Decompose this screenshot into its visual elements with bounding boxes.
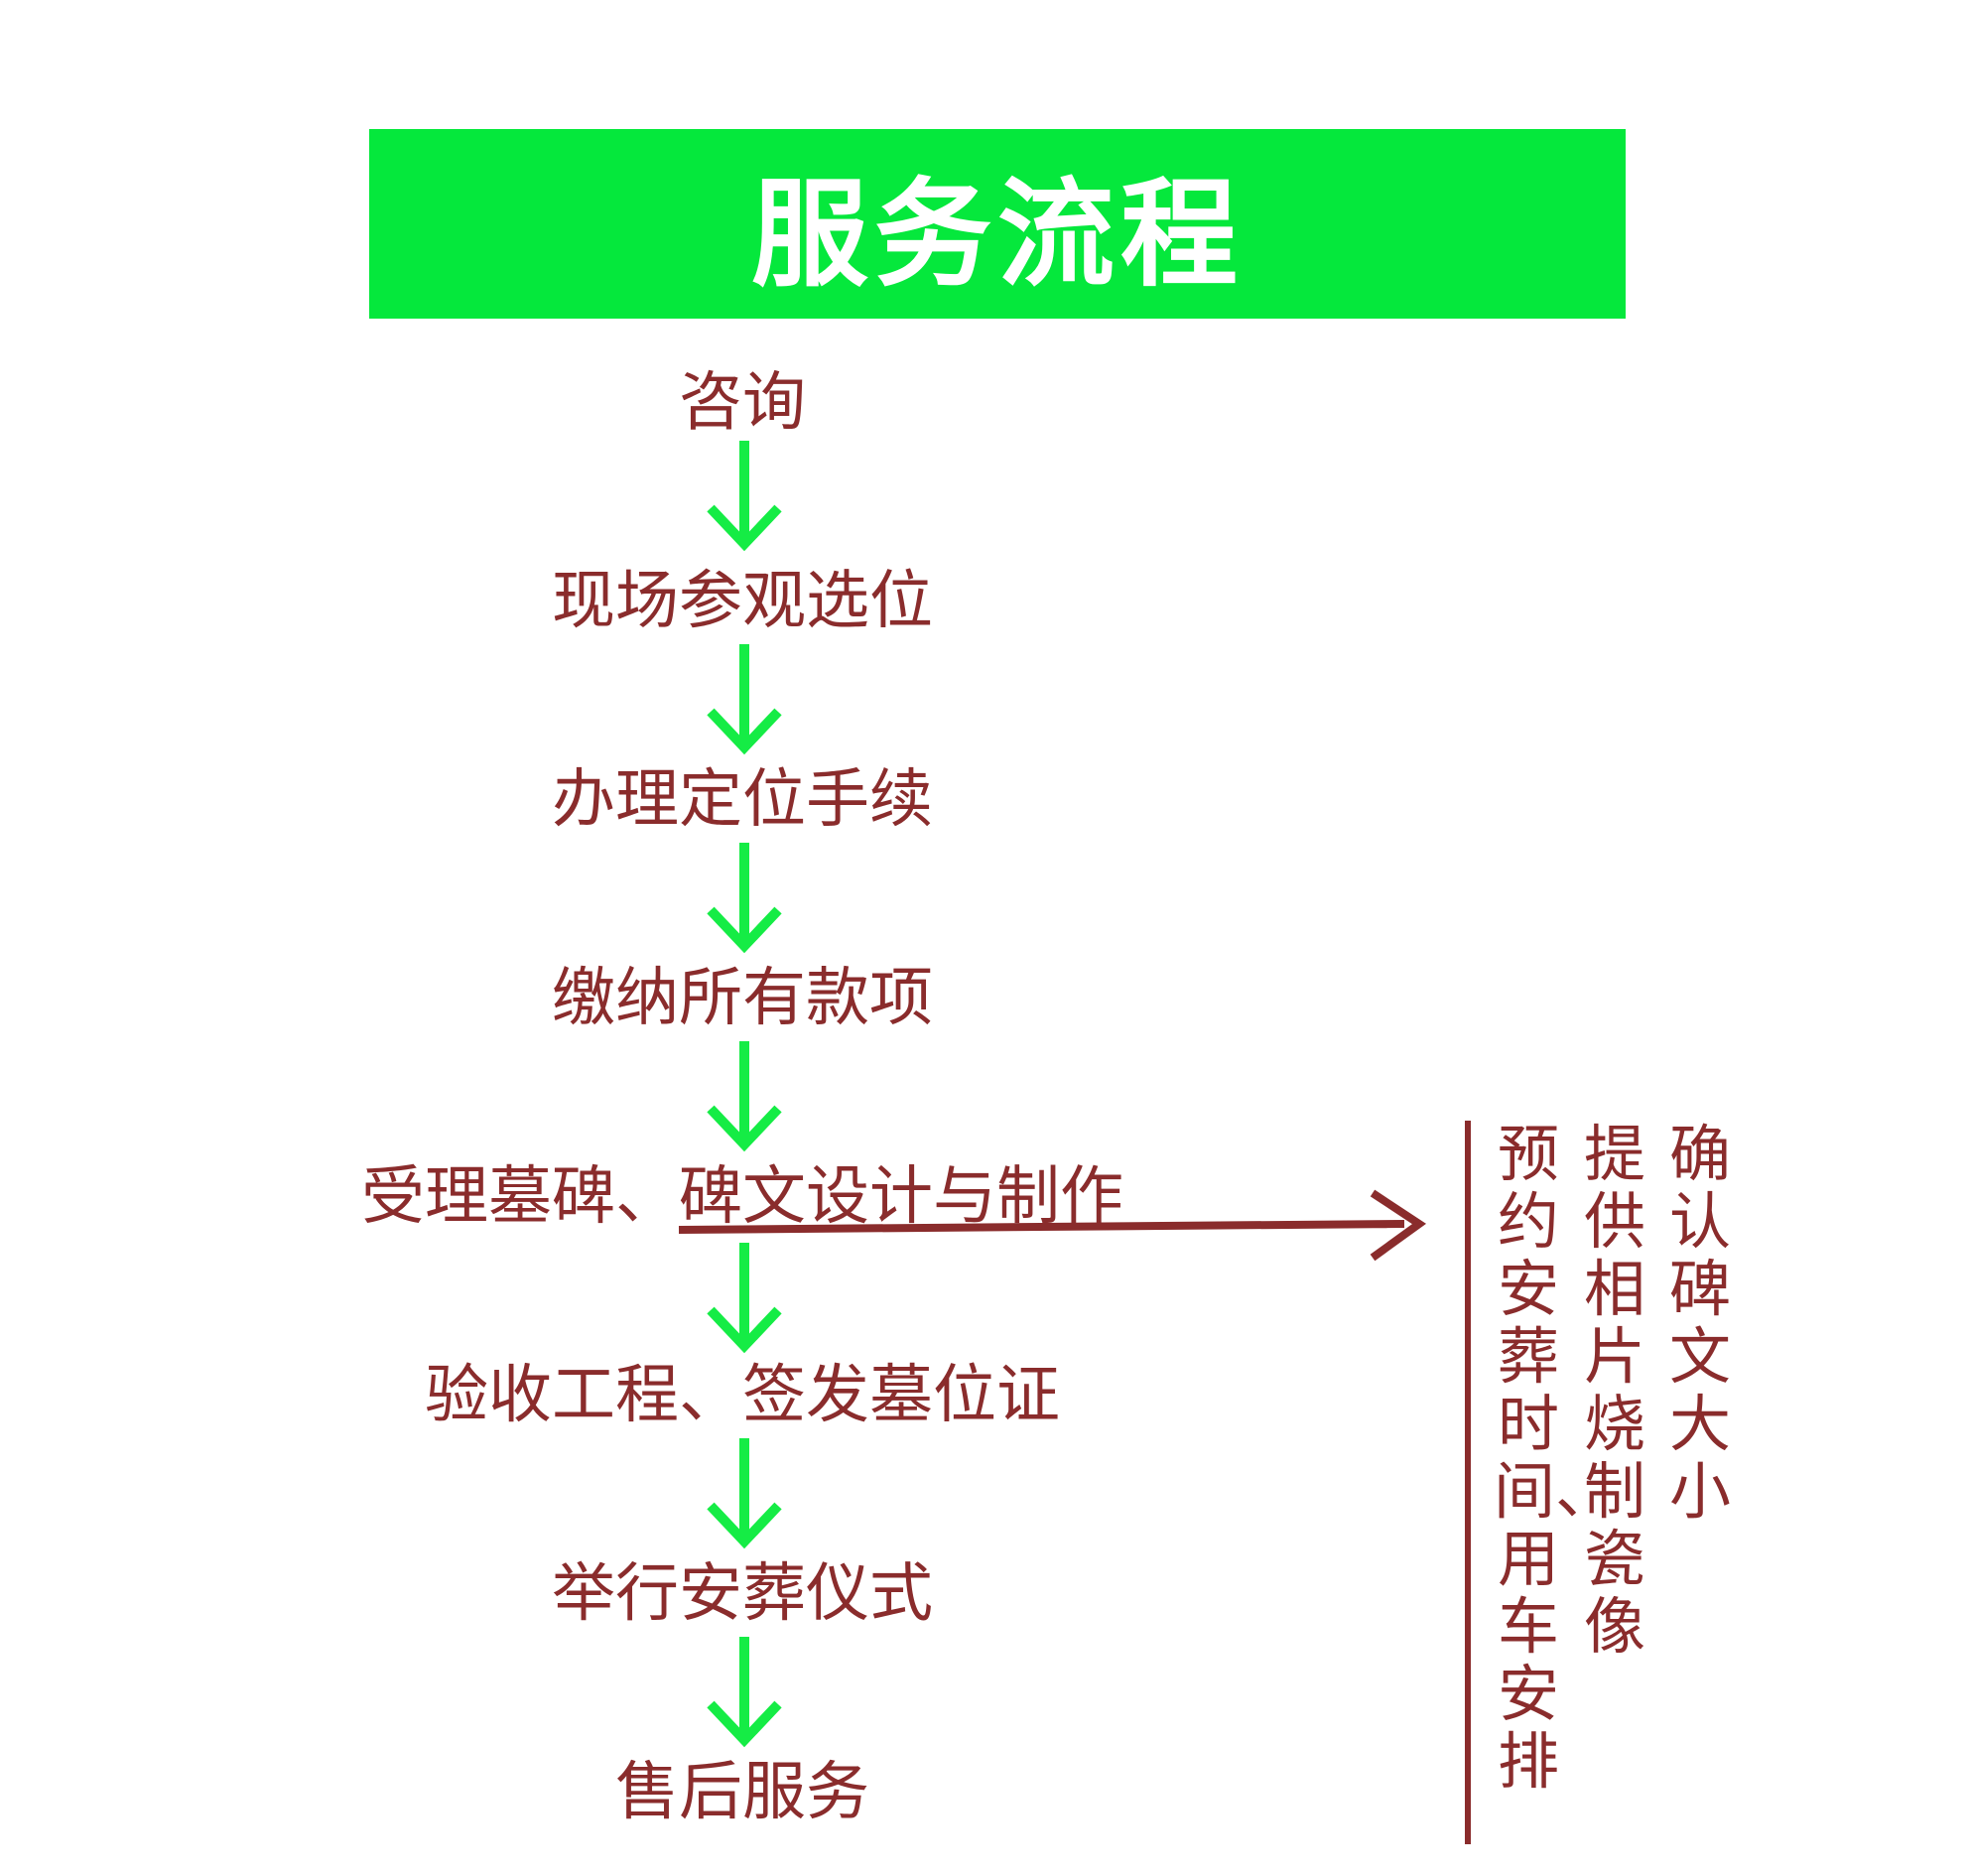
step-site-visit: 现场参观选位: [552, 565, 933, 638]
down-arrow-icon: [707, 644, 782, 755]
side-note-confirm-inscription: 确认碑文大小: [1668, 1118, 1731, 1528]
side-note-burial-schedule: 预约安葬时间、用车安排: [1494, 1118, 1618, 1798]
title-banner: 服务流程: [369, 129, 1626, 319]
step-inspection: 验收工程、签发墓位证: [425, 1359, 1060, 1432]
step-consult: 咨询: [679, 366, 806, 440]
down-arrow-icon: [707, 843, 782, 954]
step-payment: 缴纳所有款项: [552, 962, 933, 1035]
down-arrow-icon: [707, 1438, 782, 1549]
side-note-photo-porcelain: 提供相片烧制瓷像: [1583, 1118, 1645, 1663]
down-arrow-icon: [707, 1243, 782, 1354]
down-arrow-icon: [707, 1041, 782, 1152]
step-reservation: 办理定位手续: [552, 763, 933, 837]
page-title: 服务流程: [750, 166, 1244, 303]
step-burial-ceremony: 举行安葬仪式: [552, 1557, 933, 1631]
side-divider: [1465, 1121, 1471, 1844]
step-tombstone-design: 受理墓碑、碑文设计与制作: [361, 1160, 1123, 1234]
down-arrow-icon: [707, 1637, 782, 1748]
step-after-sales: 售后服务: [615, 1756, 869, 1829]
down-arrow-icon: [707, 441, 782, 552]
